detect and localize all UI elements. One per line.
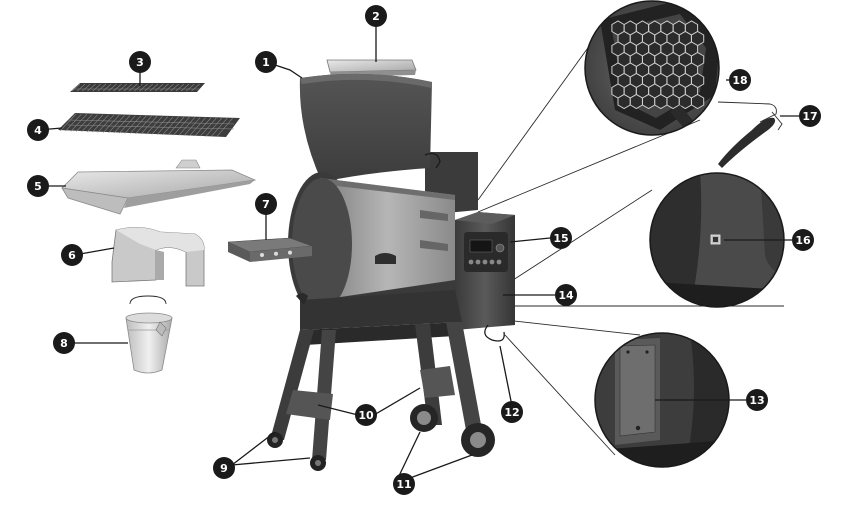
- callout-number: 11: [396, 478, 411, 491]
- callout-number: 15: [553, 232, 568, 245]
- callout-number: 13: [749, 394, 764, 407]
- main-grate-part: [58, 113, 240, 137]
- callout-16: 16: [792, 229, 814, 251]
- callout-6: 6: [61, 244, 83, 266]
- drip-tray-part: [62, 160, 255, 214]
- callout-number: 5: [34, 180, 42, 193]
- callout-number: 1: [262, 56, 270, 69]
- callout-number: 6: [68, 249, 76, 262]
- bucket-part: [126, 296, 172, 373]
- callout-11: 11: [393, 473, 415, 495]
- callout-7: 7: [255, 193, 277, 215]
- callout-9: 9: [213, 457, 235, 479]
- callout-14: 14: [555, 284, 577, 306]
- callout-5: 5: [27, 175, 49, 197]
- callout-number: 17: [802, 110, 817, 123]
- callout-number: 4: [34, 124, 42, 137]
- callout-17: 17: [799, 105, 821, 127]
- callout-18: 18: [729, 69, 751, 91]
- callout-13: 13: [746, 389, 768, 411]
- callout-number: 3: [136, 56, 144, 69]
- callout-number: 8: [60, 337, 68, 350]
- callout-12: 12: [501, 401, 523, 423]
- callout-number: 16: [795, 234, 811, 247]
- callout-10: 10: [355, 404, 377, 426]
- callout-15: 15: [550, 227, 572, 249]
- callout-number: 18: [732, 74, 747, 87]
- callout-number: 9: [220, 462, 228, 475]
- callout-3: 3: [129, 51, 151, 73]
- callout-number: 12: [504, 406, 519, 419]
- zoom-firepot: [585, 0, 720, 135]
- lanyard-part: [718, 102, 782, 168]
- callout-8: 8: [53, 332, 75, 354]
- callout-1: 1: [255, 51, 277, 73]
- heat-baffle-part: [112, 227, 204, 286]
- upper-grate-part: [70, 83, 205, 92]
- callout-4: 4: [27, 119, 49, 141]
- callout-number: 10: [358, 409, 374, 422]
- callout-2: 2: [365, 5, 387, 27]
- callout-number: 2: [372, 10, 380, 23]
- callout-number: 7: [262, 198, 270, 211]
- callout-number: 14: [558, 289, 574, 302]
